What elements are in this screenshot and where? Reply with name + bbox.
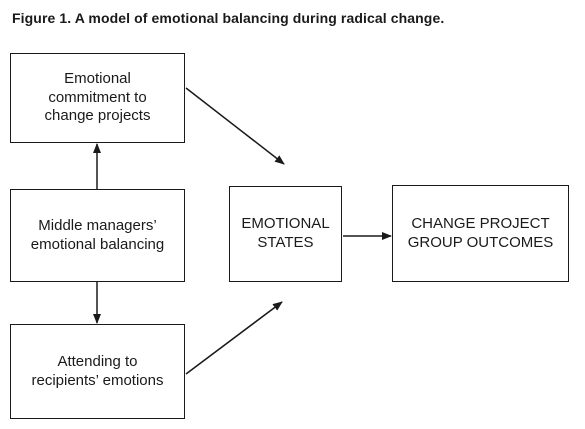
emotional-commitment-label: Emotional commitment to change projects [44, 69, 151, 125]
emotional-states-box: EMOTIONAL STATES [229, 186, 342, 282]
attending-emotions-box: Attending to recipients’ emotions [10, 324, 185, 419]
arrow-commitment-to-states [185, 87, 285, 165]
figure-title: Figure 1. A model of emotional balancing… [12, 10, 445, 26]
emotional-states-label: EMOTIONAL STATES [241, 215, 330, 251]
emotional-balancing-label: Middle managers’ emotional balancing [30, 216, 165, 253]
group-outcomes-box: CHANGE PROJECT GROUP OUTCOMES [392, 185, 569, 282]
arrow-attending-to-states [185, 301, 283, 375]
emotional-balancing-box: Middle managers’ emotional balancing [10, 189, 185, 282]
group-outcomes-label: CHANGE PROJECT GROUP OUTCOMES [407, 214, 554, 251]
attending-emotions-label: Attending to recipients’ emotions [31, 352, 164, 389]
emotional-commitment-box: Emotional commitment to change projects [10, 53, 185, 143]
